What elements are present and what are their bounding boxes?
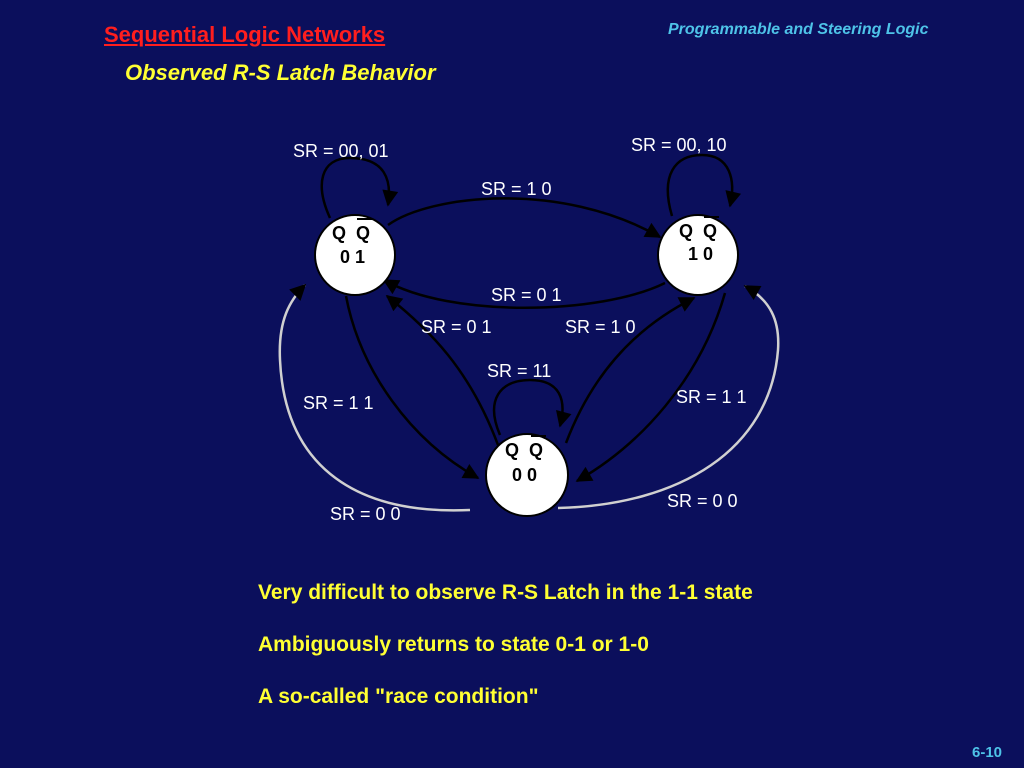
bullet-list: Very difficult to observe R-S Latch in t…: [258, 578, 753, 734]
race-edge-left: [278, 283, 471, 512]
bullet-item: Very difficult to observe R-S Latch in t…: [258, 581, 753, 604]
label-10-to-01: SR = 0 1: [491, 285, 562, 305]
state-01-value: 0 1: [340, 247, 365, 267]
label-race-left: SR = 0 0: [330, 504, 401, 524]
state-10-q: Q: [679, 221, 693, 241]
state-10-value: 1 0: [688, 244, 713, 264]
slide-subtitle: Observed R-S Latch Behavior: [125, 60, 436, 85]
state-01: Q Q 0 1: [314, 214, 396, 296]
section-title: Programmable and Steering Logic: [668, 21, 929, 38]
state-01-q: Q: [332, 223, 346, 243]
self-loop-01: [320, 156, 399, 219]
state-10: Q Q 1 0: [657, 214, 739, 296]
edge-00-to-10: [564, 296, 696, 444]
edge-10-to-00: [575, 292, 727, 483]
edge-00-to-01: [385, 295, 500, 446]
label-01-to-10: SR = 1 0: [481, 179, 552, 199]
state-01-qbar: Q: [356, 223, 370, 243]
edge-01-to-10: [387, 197, 662, 239]
self-loop-00: [492, 378, 572, 436]
label-self-01: SR = 00, 01: [293, 141, 389, 161]
state-00: Q Q 0 0: [485, 433, 569, 517]
label-00-to-10: SR = 1 0: [565, 317, 636, 337]
label-00-to-01: SR = 0 1: [421, 317, 492, 337]
edge-10-to-01: [382, 278, 666, 309]
slide-title: Sequential Logic Networks: [104, 22, 386, 47]
bullet-item: Ambiguously returns to state 0-1 or 1-0: [258, 633, 649, 656]
state-00-q: Q: [505, 440, 519, 460]
label-race-right: SR = 0 0: [667, 491, 738, 511]
state-00-qbar: Q: [529, 440, 543, 460]
state-10-qbar: Q: [703, 221, 717, 241]
label-10-to-00: SR = 1 1: [676, 387, 747, 407]
race-edge-right: [557, 284, 780, 510]
self-loop-10: [666, 153, 742, 217]
edge-01-to-00: [344, 295, 480, 480]
bullet-item: A so-called "race condition": [258, 685, 539, 708]
label-self-10: SR = 00, 10: [631, 135, 727, 155]
label-self-00: SR = 11: [487, 361, 551, 381]
page-number: 6-10: [972, 744, 1003, 761]
label-01-to-00: SR = 1 1: [303, 393, 374, 413]
state-00-value: 0 0: [512, 465, 537, 485]
